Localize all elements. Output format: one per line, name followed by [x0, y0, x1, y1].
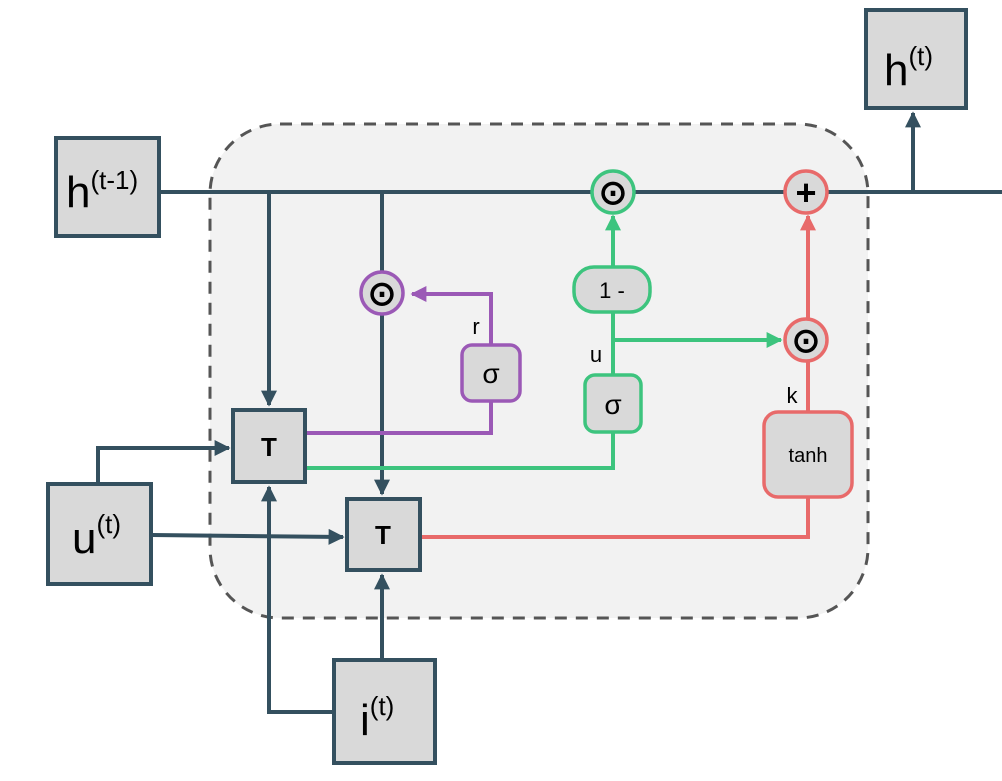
h-out-text: h(t) — [884, 41, 933, 95]
lower-transform-label: T — [375, 520, 391, 550]
h-prev-box: h(t-1) — [54, 136, 161, 238]
update-gate-connections — [306, 214, 783, 470]
candidate-hadamard-symbol: ⊙ — [792, 322, 821, 360]
u-input-base: u — [72, 514, 96, 563]
h-out-box: h(t) — [864, 8, 968, 110]
update-hadamard-node: ⊙ — [590, 169, 636, 215]
h-prev-text: h(t-1) — [66, 165, 138, 217]
h-out-base: h — [884, 46, 908, 95]
upper-transform-label: T — [261, 432, 277, 462]
reset-hadamard-node: ⊙ — [359, 270, 405, 316]
u-input-box: u(t) — [46, 482, 153, 586]
lower-transform-box: T — [345, 497, 422, 572]
h-out-sup: (t) — [908, 41, 933, 71]
lower-t-to-tanh-line — [422, 497, 810, 539]
i-to-upper-t-arrow — [261, 485, 334, 714]
candidate-connections — [422, 214, 816, 539]
sigma-u-box: σ — [583, 373, 643, 434]
i-input-box: i(t) — [332, 658, 437, 765]
u-input-text: u(t) — [72, 509, 121, 563]
sigma-r-box: σ — [460, 343, 522, 403]
candidate-hadamard-node: ⊙ — [783, 317, 829, 363]
update-hadamard-symbol: ⊙ — [599, 174, 628, 212]
update-gate-letter: u — [590, 342, 602, 367]
tanh-box: tanh — [762, 410, 854, 499]
i-input-sup: (t) — [370, 691, 395, 721]
u-to-upper-t-arrow — [96, 440, 231, 484]
upper-t-to-sigma-u-line — [306, 432, 615, 470]
plus-node: + — [783, 169, 829, 215]
sigma-r-label: σ — [482, 358, 499, 389]
upper-t-to-sigma-r-line — [306, 401, 493, 435]
cell-boundary — [208, 122, 870, 620]
reset-hadamard-symbol: ⊙ — [368, 275, 397, 313]
i-input-base: i — [360, 696, 370, 745]
sigma-r-to-reset-mul-arrow — [410, 286, 493, 345]
u-to-lower-t-arrow — [151, 528, 345, 545]
u-input-sup: (t) — [96, 509, 121, 539]
reset-gate-connections — [306, 286, 493, 435]
candidate-letter: k — [787, 383, 799, 408]
tanh-label: tanh — [789, 445, 828, 467]
h-prev-base: h — [66, 168, 90, 217]
one-minus-label: 1 - — [599, 278, 625, 303]
sigma-u-label: σ — [604, 389, 621, 420]
i-input-text: i(t) — [360, 691, 394, 745]
reset-gate-letter: r — [472, 314, 479, 339]
one-minus-box: 1 - — [572, 265, 652, 314]
h-prev-sup: (t-1) — [90, 165, 138, 195]
main-connections — [96, 111, 1002, 714]
upper-transform-box: T — [231, 408, 307, 484]
plus-symbol: + — [795, 172, 816, 213]
